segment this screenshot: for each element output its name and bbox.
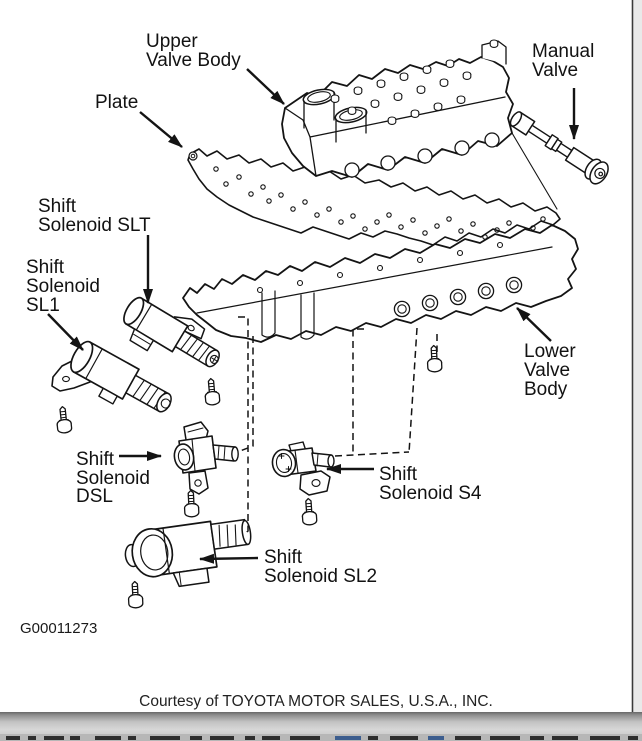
upper-valve-body-drawing — [281, 39, 558, 210]
label-lower-valve-body: Lower — [524, 341, 576, 362]
assembly-dashed-lines — [238, 316, 438, 534]
bottom-cropped-strip — [0, 734, 642, 741]
label-shift-solenoid-dsl: Shift — [76, 449, 115, 470]
shift-solenoid-sl1-drawing — [51, 340, 172, 413]
label-shift-solenoid-sl1: Shift — [26, 257, 65, 278]
manual-valve-drawing — [509, 111, 609, 185]
label-shift-solenoid-sl2: Shift — [264, 547, 303, 568]
label-shift-solenoid-slt-line2: Solenoid SLT — [38, 215, 151, 236]
leader-arrows — [47, 68, 579, 564]
label-shift-solenoid-sl1-line2: Solenoid — [26, 276, 100, 297]
plate-drawing — [187, 148, 561, 246]
shift-solenoid-dsl-drawing — [173, 421, 239, 495]
figure-code: G00011273 — [20, 620, 97, 637]
upper-body-ports — [344, 132, 500, 178]
right-edge-gutter — [631, 0, 642, 712]
shift-solenoid-slt-drawing — [123, 296, 220, 368]
label-shift-solenoid-sl2-line2: Solenoid SL2 — [264, 566, 377, 587]
label-shift-solenoid-s4-line2: Solenoid S4 — [379, 483, 482, 504]
label-shift-solenoid-dsl-line3: DSL — [76, 486, 113, 507]
lower-body-bolt-holes — [256, 241, 504, 294]
label-shift-solenoid-slt: Shift — [38, 196, 77, 217]
bottom-status-bar — [0, 712, 642, 734]
shift-solenoid-s4-drawing — [271, 441, 335, 496]
part-labels: Upper Valve Body Plate Manual Valve Shif… — [26, 31, 594, 587]
plate-holes — [213, 166, 546, 240]
shift-solenoid-sl2-drawing — [124, 518, 252, 588]
credit-line: Courtesy of TOYOTA MOTOR SALES, U.S.A., … — [139, 693, 493, 710]
label-upper-valve-body-line2: Valve Body — [146, 50, 241, 71]
label-plate: Plate — [95, 92, 138, 113]
label-upper-valve-body: Upper — [146, 31, 198, 52]
label-manual-valve: Manual — [532, 41, 594, 62]
label-lower-valve-body-line2: Valve — [524, 360, 570, 381]
label-manual-valve-line2: Valve — [532, 60, 578, 81]
label-shift-solenoid-sl1-line3: SL1 — [26, 295, 60, 316]
label-lower-valve-body-line3: Body — [524, 379, 568, 400]
lower-valve-body-drawing — [182, 224, 579, 343]
label-shift-solenoid-dsl-line2: Solenoid — [76, 468, 150, 489]
label-shift-solenoid-s4: Shift — [379, 464, 418, 485]
